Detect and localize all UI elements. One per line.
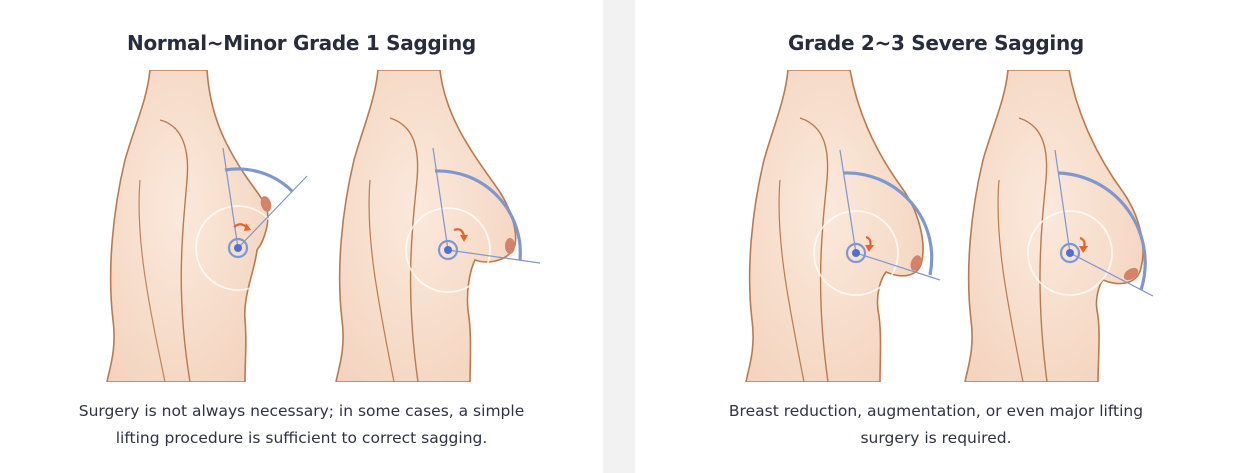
torso-side-view-icon [106, 70, 308, 382]
caption-line-1: Surgery is not always necessary; in some… [78, 402, 525, 420]
rotation-arrow-icon [244, 223, 251, 231]
panel-divider [603, 0, 635, 473]
rotation-arrow-icon [865, 245, 874, 252]
torso-illustration-grade-1a [95, 70, 335, 382]
panel-title: Grade 2~3 Severe Sagging [788, 31, 1084, 55]
illustration-row [635, 70, 1237, 382]
panel-caption: Breast reduction, augmentation, or even … [635, 398, 1237, 452]
torso-side-view-icon [745, 70, 941, 382]
panel-title: Normal~Minor Grade 1 Sagging [127, 31, 476, 55]
rotation-arrow-icon [1079, 246, 1088, 253]
torso-illustration-grade-3 [953, 70, 1193, 382]
torso-illustration-grade-2 [730, 70, 970, 382]
caption-line-2: lifting procedure is sufficient to corre… [115, 429, 488, 447]
caption-line-2: surgery is required. [860, 429, 1012, 447]
panel-caption: Surgery is not always necessary; in some… [0, 398, 603, 452]
illustration-row [0, 70, 603, 382]
torso-side-view-icon [964, 70, 1154, 382]
torso-side-view-icon [335, 70, 541, 382]
torso-illustration-grade-1b [320, 70, 560, 382]
panel-grade-2-3: Grade 2~3 Severe Sagging [635, 0, 1237, 473]
panel-grade-1: Normal~Minor Grade 1 Sagging [0, 0, 603, 473]
caption-line-1: Breast reduction, augmentation, or even … [728, 402, 1144, 420]
rotation-arrow-icon [460, 235, 468, 242]
